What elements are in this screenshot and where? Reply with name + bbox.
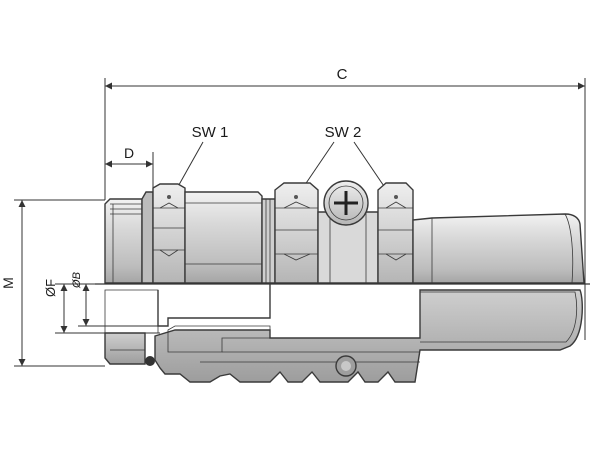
insert-profile <box>167 325 271 353</box>
gland-exterior <box>104 180 585 284</box>
o-ring <box>145 356 155 366</box>
gland-section <box>104 283 583 383</box>
thread-section <box>104 198 143 284</box>
sw2-left-dot <box>294 195 298 199</box>
gland-body <box>184 191 263 284</box>
bend-protection-sleeve <box>412 213 585 284</box>
label-of: ØF <box>43 279 58 297</box>
dimension-f: ØF <box>43 279 160 334</box>
sectioned-body <box>154 289 583 383</box>
sw2-right-dot <box>394 195 398 199</box>
sleeve-inner-contour <box>420 291 578 343</box>
dimension-c: C <box>104 66 586 340</box>
grounding-ball-highlight <box>341 361 351 371</box>
label-d: D <box>124 145 134 161</box>
inner-bore <box>104 289 159 334</box>
sw1-dot <box>167 195 171 199</box>
label-sw1: SW 1 <box>192 124 229 141</box>
dimension-d: D <box>105 145 154 195</box>
hex-sw1 <box>152 183 186 284</box>
label-sw2: SW 2 <box>325 124 362 141</box>
seal-ring <box>141 191 154 284</box>
label-c: C <box>337 66 348 83</box>
conduit-profile <box>157 283 271 327</box>
label-ob: ØB <box>71 272 83 289</box>
dimension-m: M <box>0 199 105 367</box>
label-m: M <box>0 277 16 289</box>
inner-thread <box>261 198 276 284</box>
thread-cut <box>104 332 146 365</box>
phillips-cross-icon <box>334 191 358 215</box>
